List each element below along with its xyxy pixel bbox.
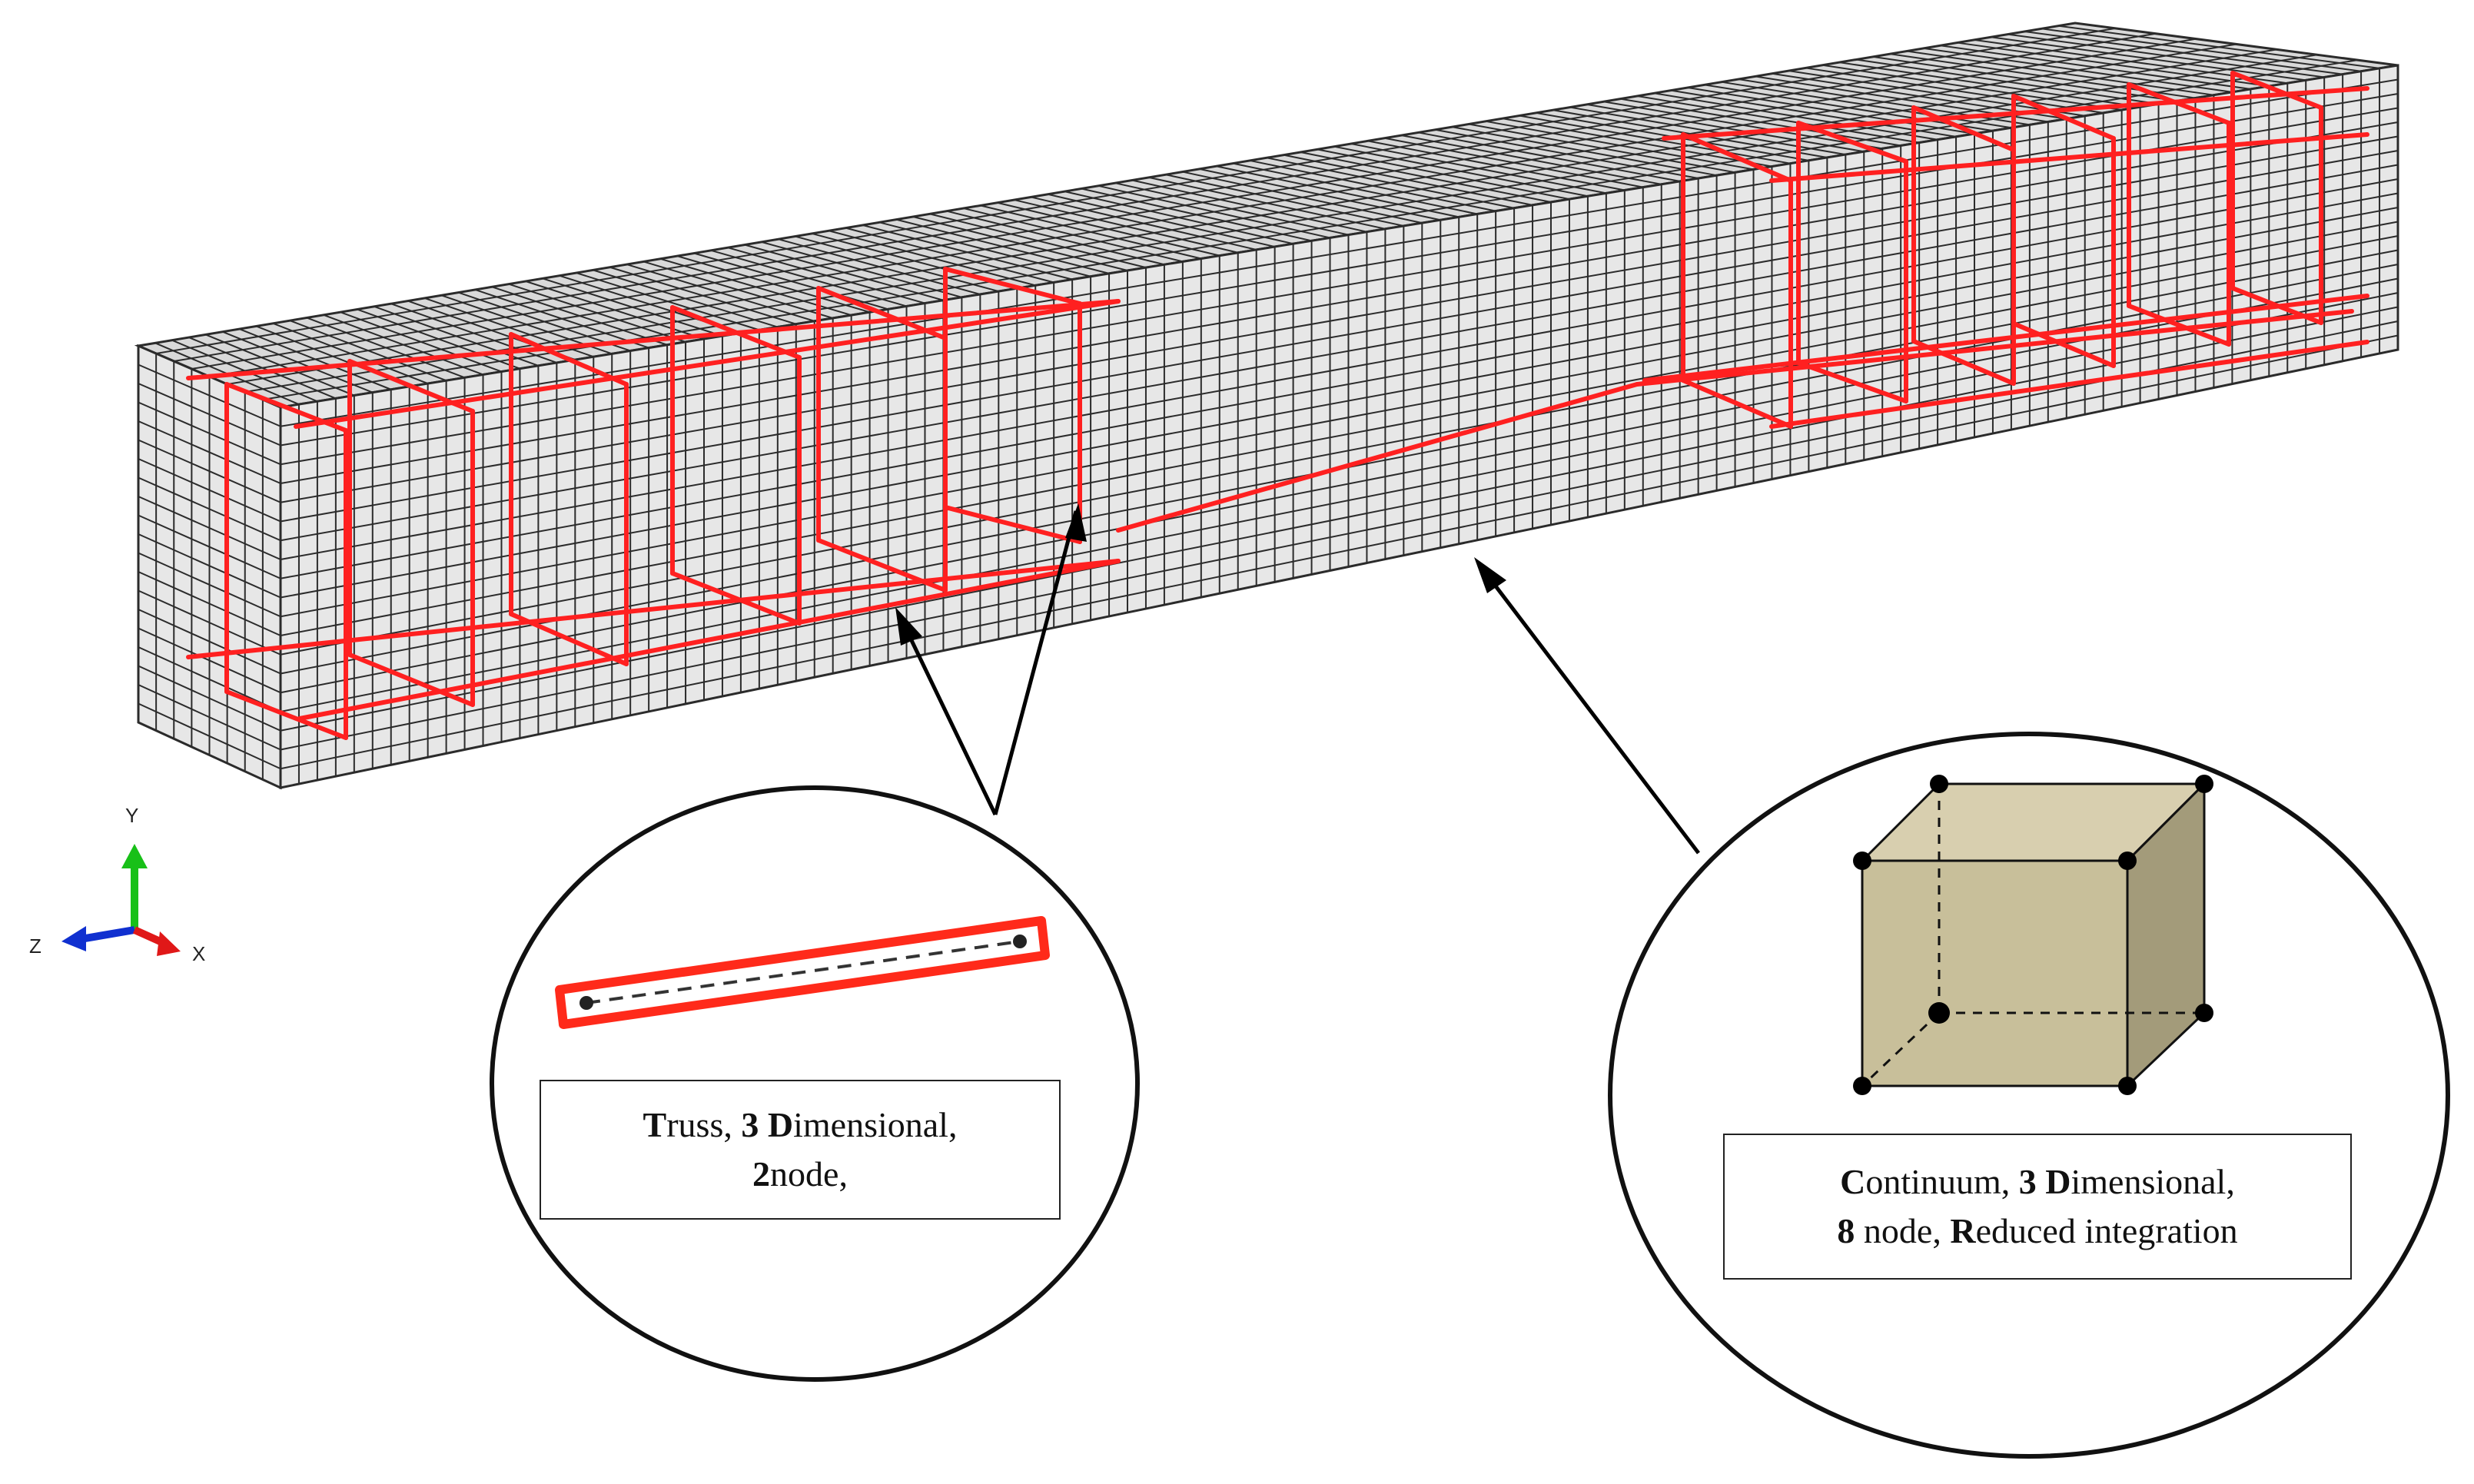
- arrow-head-truss-1: [895, 607, 922, 646]
- cont-l2-text-2: educed integration: [1975, 1211, 2238, 1250]
- cont-l1-bold-2: 3 D: [2018, 1162, 2071, 1201]
- truss-l1-bold-2: 3 D: [741, 1105, 794, 1144]
- cont-l1-text-1: ontinuum,: [1865, 1162, 2019, 1201]
- truss-l1-text-1: russ,: [666, 1105, 742, 1144]
- cube-front-face: [1861, 859, 2129, 1087]
- hexahedron-element-icon: [1853, 775, 2213, 1095]
- continuum-label-line2: 8 node, Reduced integration: [1725, 1207, 2350, 1256]
- axis-z-label: Z: [29, 935, 42, 958]
- truss-l2-bold-1: 2: [752, 1154, 771, 1194]
- continuum-label-line1: Continuum, 3 Dimensional,: [1725, 1157, 2350, 1207]
- arrow-continuum: [1478, 563, 1700, 855]
- arrow-head-continuum: [1474, 557, 1506, 593]
- truss-label-line1: Truss, 3 Dimensional,: [541, 1101, 1059, 1150]
- cont-l2-bold-2: R: [1950, 1211, 1976, 1250]
- truss-label-line2: 2node,: [541, 1150, 1059, 1199]
- cont-l1-text-2: imensional,: [2071, 1162, 2235, 1201]
- truss-l2-text-1: node,: [770, 1154, 848, 1194]
- arrow-head-truss-2: [1065, 503, 1087, 542]
- continuum-element-label: Continuum, 3 Dimensional, 8 node, Reduce…: [1723, 1134, 2352, 1280]
- axis-x-label: X: [192, 942, 205, 965]
- callout-arrows: [895, 503, 1700, 855]
- truss-element-label: Truss, 3 Dimensional, 2node,: [540, 1080, 1061, 1220]
- truss-l1-bold-1: T: [643, 1105, 667, 1144]
- cont-l2-bold-1: 8: [1837, 1211, 1855, 1250]
- cont-l1-bold-1: C: [1840, 1162, 1866, 1201]
- arrow-truss-1: [897, 613, 998, 816]
- beam-mesh-grid: [138, 25, 2399, 785]
- axis-y-label: Y: [125, 804, 138, 827]
- arrow-truss-2: [993, 510, 1078, 815]
- truss-l1-text-2: imensional,: [793, 1105, 958, 1144]
- axis-triad-icon: Y X Z: [29, 804, 205, 965]
- concrete-beam-mesh: [134, 22, 2399, 790]
- cont-l2-text-1: node,: [1855, 1211, 1951, 1250]
- rebar-cage: [186, 71, 2369, 740]
- truss-element-icon: [555, 916, 1050, 1029]
